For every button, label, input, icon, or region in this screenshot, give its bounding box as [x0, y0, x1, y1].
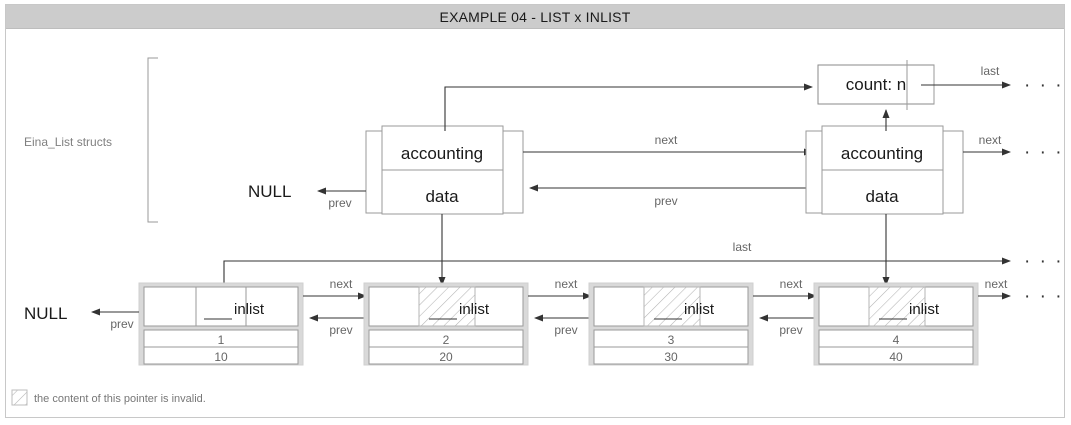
inlist-tail-next-label: next — [985, 277, 1008, 291]
inlist-node-2: inlist 2 20 — [363, 282, 529, 366]
last-pointer-ellipsis: · · · — [1024, 251, 1064, 272]
inlist-node-4-prev-label: prev — [779, 323, 802, 337]
inlist-node-1-next-arrow: next — [303, 277, 367, 300]
list-node-1-accounting-arrow — [444, 83, 813, 131]
inlist-node-1-label: inlist — [234, 301, 265, 318]
inlist-node-1-next-label: next — [330, 277, 353, 291]
list-node-1-next-arrow: next — [523, 133, 813, 156]
inlist-node-3-next-label: next — [780, 277, 803, 291]
list-node-1-data: data — [425, 187, 459, 206]
eina-list-structs-label: Eina_List structs — [24, 135, 112, 149]
count-last-arrow: last · · · — [921, 64, 1064, 96]
inlist-node-3-value2: 30 — [664, 350, 678, 364]
inlist-node-3: inlist 3 30 — [588, 282, 754, 366]
inlist-node-1-prev-label: prev — [110, 317, 133, 331]
inlist-node-2-label: inlist — [459, 301, 490, 318]
list-node-2-data: data — [865, 187, 899, 206]
list-node-2: accounting data — [805, 125, 964, 215]
inlist-node-3-next-arrow: next — [753, 277, 817, 300]
inlist-tail-ellipsis: · · · — [1024, 286, 1064, 307]
inlist-node-4-label: inlist — [909, 301, 940, 318]
eina-list-bracket — [147, 57, 158, 223]
list-node-2-next-arrow: next · · · — [963, 133, 1064, 163]
inlist-node-4-value1: 4 — [893, 333, 900, 347]
inlist-node-4-prev-arrow: prev — [759, 314, 816, 337]
inlist-node-4: inlist 4 40 — [813, 282, 979, 366]
list-node-1-next-label: next — [655, 133, 678, 147]
null-top-label: NULL — [248, 182, 291, 201]
inlist-node-1-value2: 10 — [214, 350, 228, 364]
list-node-1-prev-arrow: prev NULL — [248, 182, 366, 210]
count-label: count: n — [846, 75, 907, 94]
last-pointer-label: last — [733, 240, 752, 254]
inlist-node-3-prev-label: prev — [554, 323, 577, 337]
legend: the content of this pointer is invalid. — [11, 389, 206, 406]
inlist-node-1-value1: 1 — [218, 333, 225, 347]
diagram-title-bar: EXAMPLE 04 - LIST x INLIST — [6, 5, 1064, 29]
list-node-2-next-ellipsis: · · · — [1024, 142, 1064, 163]
list-node-2-prev-arrow: prev — [529, 184, 812, 208]
list-node-2-prev-label: prev — [654, 194, 677, 208]
legend-text: the content of this pointer is invalid. — [34, 393, 206, 405]
legend-hatch-swatch — [11, 389, 28, 406]
list-node-1-accounting: accounting — [401, 144, 483, 163]
list-node-2-next-label: next — [979, 133, 1002, 147]
inlist-node-3-value1: 3 — [668, 333, 675, 347]
inlist-node-2-next-arrow: next — [528, 277, 592, 300]
inlist-node-3-prev-arrow: prev — [534, 314, 591, 337]
list-node-1: accounting data — [365, 125, 524, 215]
inlist-node-4-value2: 40 — [889, 350, 903, 364]
inlist-tail-next-arrow: next · · · — [978, 277, 1064, 307]
count-box: count: n — [817, 60, 935, 110]
page-title: EXAMPLE 04 - LIST x INLIST — [439, 8, 631, 25]
inlist-node-2-value2: 20 — [439, 350, 453, 364]
null-bottom-label: NULL — [24, 304, 67, 323]
inlist-node-3-label: inlist — [684, 301, 715, 318]
inlist-node-1: inlist 1 10 — [138, 282, 304, 366]
inlist-node-2-prev-arrow: prev — [309, 314, 366, 337]
inlist-node-2-prev-label: prev — [329, 323, 352, 337]
count-last-label: last — [981, 64, 1000, 78]
count-last-ellipsis: · · · — [1024, 75, 1064, 96]
inlist-node-1-prev-arrow: prev NULL — [24, 304, 139, 331]
inlist-node-2-value1: 2 — [443, 333, 450, 347]
inlist-node-2-next-label: next — [555, 277, 578, 291]
list-node-2-accounting: accounting — [841, 144, 923, 163]
list-node-1-prev-label: prev — [328, 196, 351, 210]
